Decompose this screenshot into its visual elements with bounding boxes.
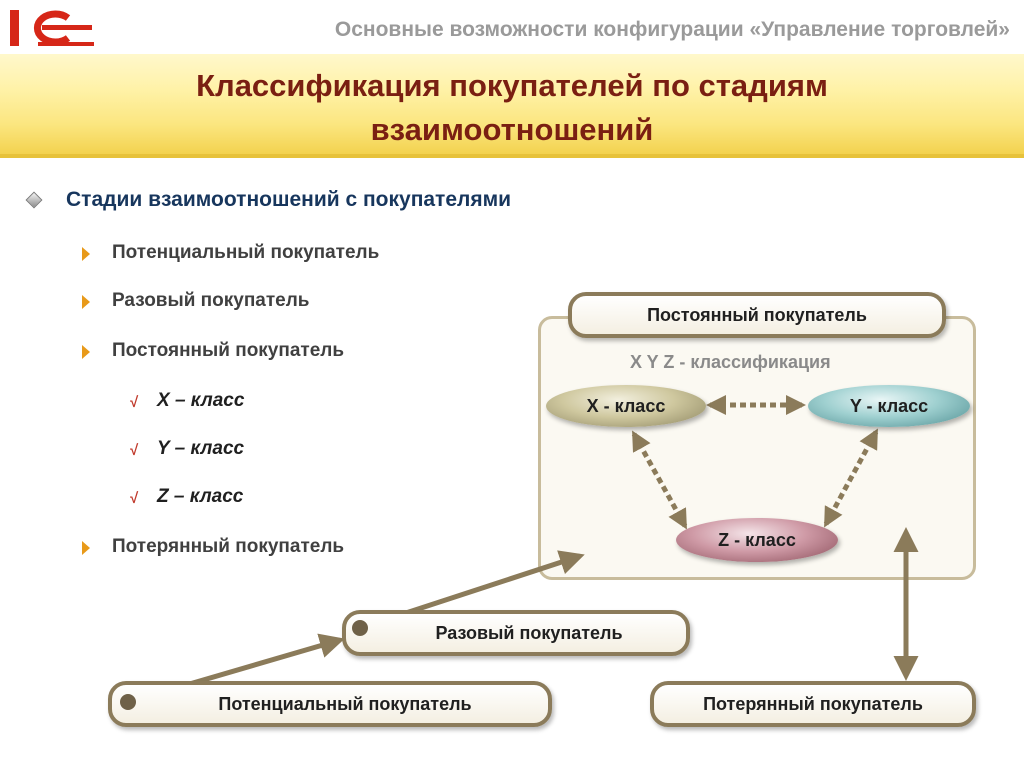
list-item-potential: Потенциальный покупатель [112,242,380,263]
yz-dotted-arrow [823,428,879,528]
title-line-1: Классификация покупателей по стадиям [196,68,828,103]
arrow-bullet-icon [82,345,90,359]
one-time-customer-label: Разовый покупатель [342,610,690,656]
section-heading: Стадии взаимоотношений с покупателями [66,188,512,211]
title-line-2: взаимоотношений [370,112,654,147]
lost-customer-label: Потерянный покупатель [650,681,976,727]
header-subtitle: Основные возможности конфигурации «Управ… [334,18,1010,41]
title-band: Классификация покупателей по стадиям вза… [0,54,1024,158]
sub-item-x: X – класс [157,390,245,411]
permanent-customer-label: Постоянный покупатель [568,292,946,338]
check-icon: √ [130,442,139,459]
list-item-permanent: Постоянный покупатель [112,340,345,361]
potential-customer-label: Потенциальный покупатель [108,681,552,727]
list-item-one-time: Разовый покупатель [112,290,310,311]
1c-logo [10,10,94,46]
list-item-lost: Потерянный покупатель [112,536,345,557]
arrow-bullet-icon [82,541,90,555]
xz-dotted-arrow [631,430,688,530]
potential-start-dot [120,694,136,710]
one-time-start-dot [352,620,368,636]
arrow-bullet-icon [82,295,90,309]
sub-item-y: Y – класс [157,438,245,459]
sub-item-z: Z – класс [157,486,244,507]
page-title: Классификация покупателей по стадиям вза… [0,64,1024,152]
arrow-bullet-icon [82,247,90,261]
xyz-classification-label: X Y Z - классификация [630,352,831,372]
y-class-node: Y - класс [808,385,970,427]
check-icon: √ [130,490,139,507]
x-class-node: X - класс [546,385,706,427]
z-class-node: Z - класс [676,518,838,562]
check-icon: √ [130,394,139,411]
